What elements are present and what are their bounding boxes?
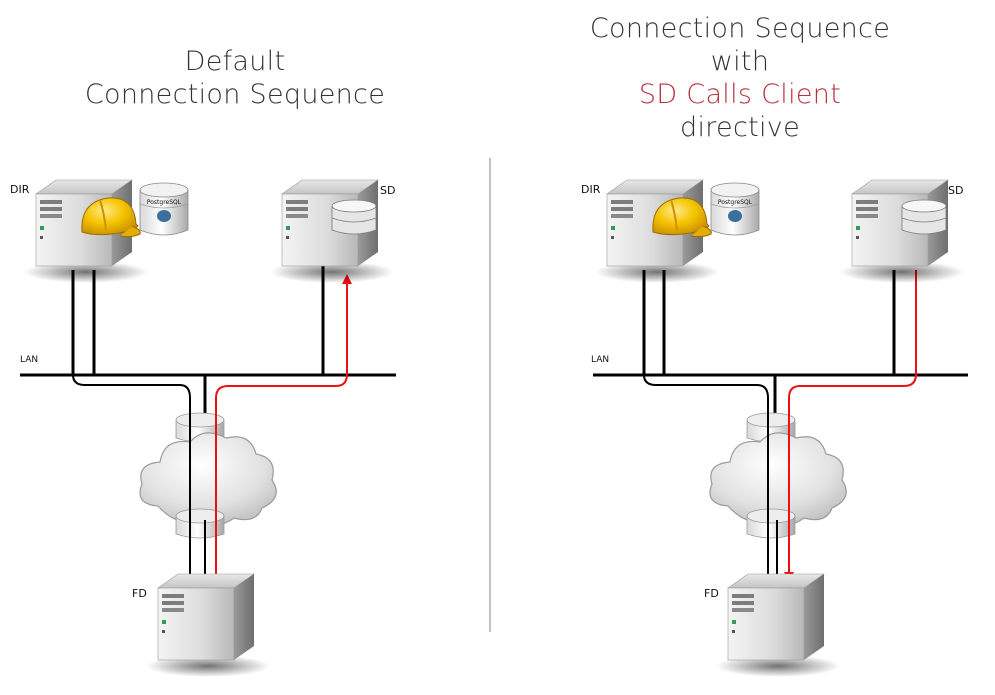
right-black-connection: [643, 374, 773, 584]
svg-text:PostgreSQL: PostgreSQL: [147, 199, 182, 206]
left-black-connection: [72, 374, 195, 584]
left-fd-label: FD: [132, 587, 147, 600]
right-lan-label: LAN: [591, 355, 609, 365]
right-fd-label: FD: [704, 587, 719, 600]
left-sd-server-icon: [269, 179, 395, 284]
left-database-icon: PostgreSQL: [139, 182, 189, 236]
right-router-bottom-icon: [746, 508, 796, 539]
left-panel: LAN PostgreSQL DIR S: [10, 179, 396, 678]
left-dir-server-icon: [23, 179, 149, 284]
right-panel: LAN PostgreSQL DIR SD FD: [581, 179, 968, 678]
left-title-line-2: Connection Sequence: [84, 79, 386, 110]
right-dir-server-icon: [594, 179, 720, 284]
left-title-line-1: Default: [184, 46, 286, 77]
right-sd-label: SD: [948, 184, 963, 197]
right-panel-title: Connection Sequence with SD Calls Client…: [575, 12, 905, 144]
right-title-line-1: Connection Sequence: [589, 13, 891, 44]
left-lan-label: LAN: [20, 355, 38, 365]
left-panel-title: Default Connection Sequence: [60, 45, 410, 111]
right-red-connection: [784, 270, 917, 582]
right-title-line-2: with: [710, 46, 770, 77]
right-title-highlight: SD Calls Client: [638, 79, 842, 110]
right-title-line-4: directive: [680, 112, 800, 143]
left-red-connection: [215, 274, 352, 578]
right-dir-label: DIR: [581, 183, 601, 196]
left-dir-label: DIR: [10, 183, 30, 196]
right-sd-server-icon: [839, 179, 965, 284]
right-database-icon: PostgreSQL: [710, 182, 760, 236]
left-fd-server-icon: [145, 573, 271, 678]
right-fd-server-icon: [715, 573, 841, 678]
left-sd-label: SD: [380, 184, 395, 197]
svg-text:PostgreSQL: PostgreSQL: [718, 199, 753, 206]
